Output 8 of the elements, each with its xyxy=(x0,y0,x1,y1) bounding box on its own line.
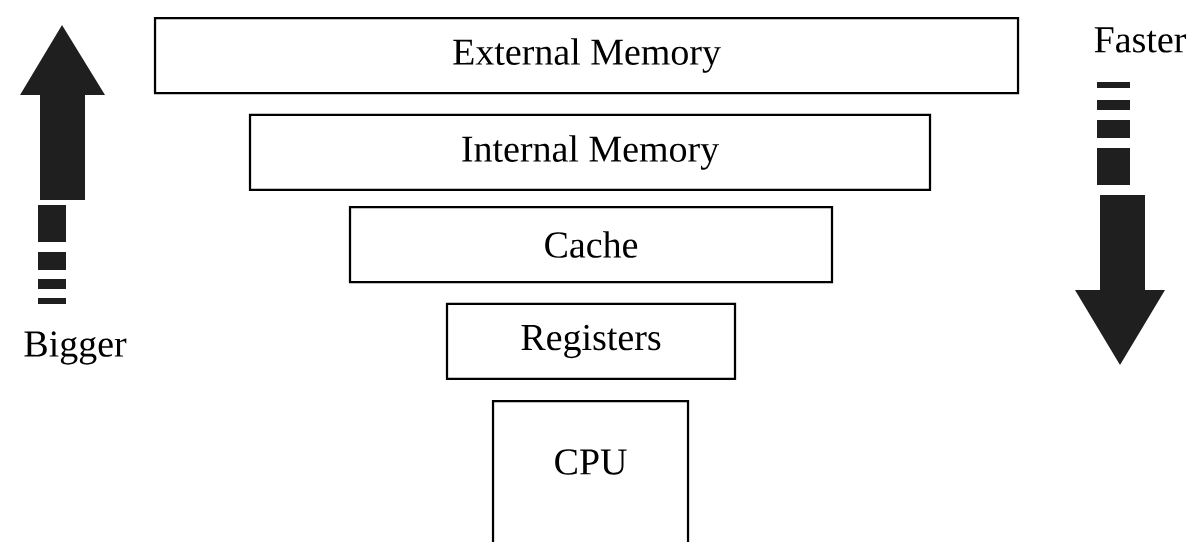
memory-box: Cache xyxy=(348,205,834,284)
axis-label: Bigger xyxy=(24,331,127,365)
memory-box: Internal Memory xyxy=(248,113,932,192)
memory-box: External Memory xyxy=(153,16,1020,95)
memory-box: Registers xyxy=(445,302,737,381)
axis-label: Faster xyxy=(1094,27,1187,53)
box-label: CPU xyxy=(555,449,627,475)
cpu-box xyxy=(491,400,690,542)
